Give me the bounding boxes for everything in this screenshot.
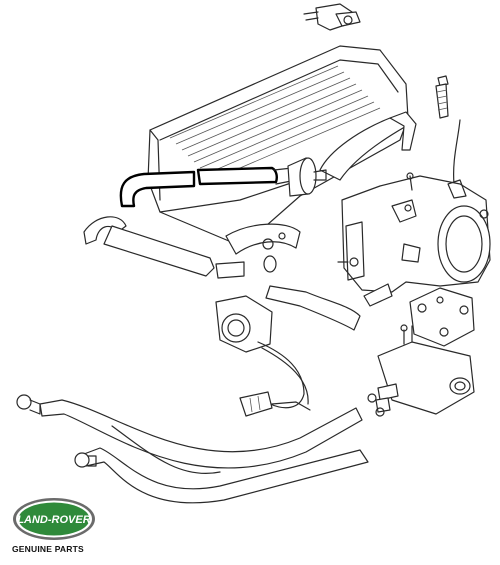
breather-hose-upper bbox=[319, 111, 461, 185]
plenum-chamber bbox=[147, 45, 409, 245]
stepper-motor bbox=[215, 295, 311, 417]
logo-brand-text: LAND-ROVER bbox=[17, 514, 90, 526]
breather-hoses-bottom bbox=[16, 394, 369, 504]
land-rover-logo: LAND-ROVER bbox=[13, 498, 95, 540]
vacuum-hose-highlighted bbox=[119, 166, 297, 208]
throttle-body bbox=[341, 172, 491, 293]
gasket-plate bbox=[409, 287, 475, 347]
pressure-switch bbox=[303, 3, 361, 31]
genuine-parts-caption: GENUINE PARTS bbox=[12, 544, 84, 554]
air-valve-block bbox=[367, 324, 475, 417]
clips bbox=[262, 232, 359, 267]
breather-hoses-left bbox=[83, 216, 393, 331]
hose-connector bbox=[287, 157, 327, 197]
bolt bbox=[435, 75, 449, 119]
